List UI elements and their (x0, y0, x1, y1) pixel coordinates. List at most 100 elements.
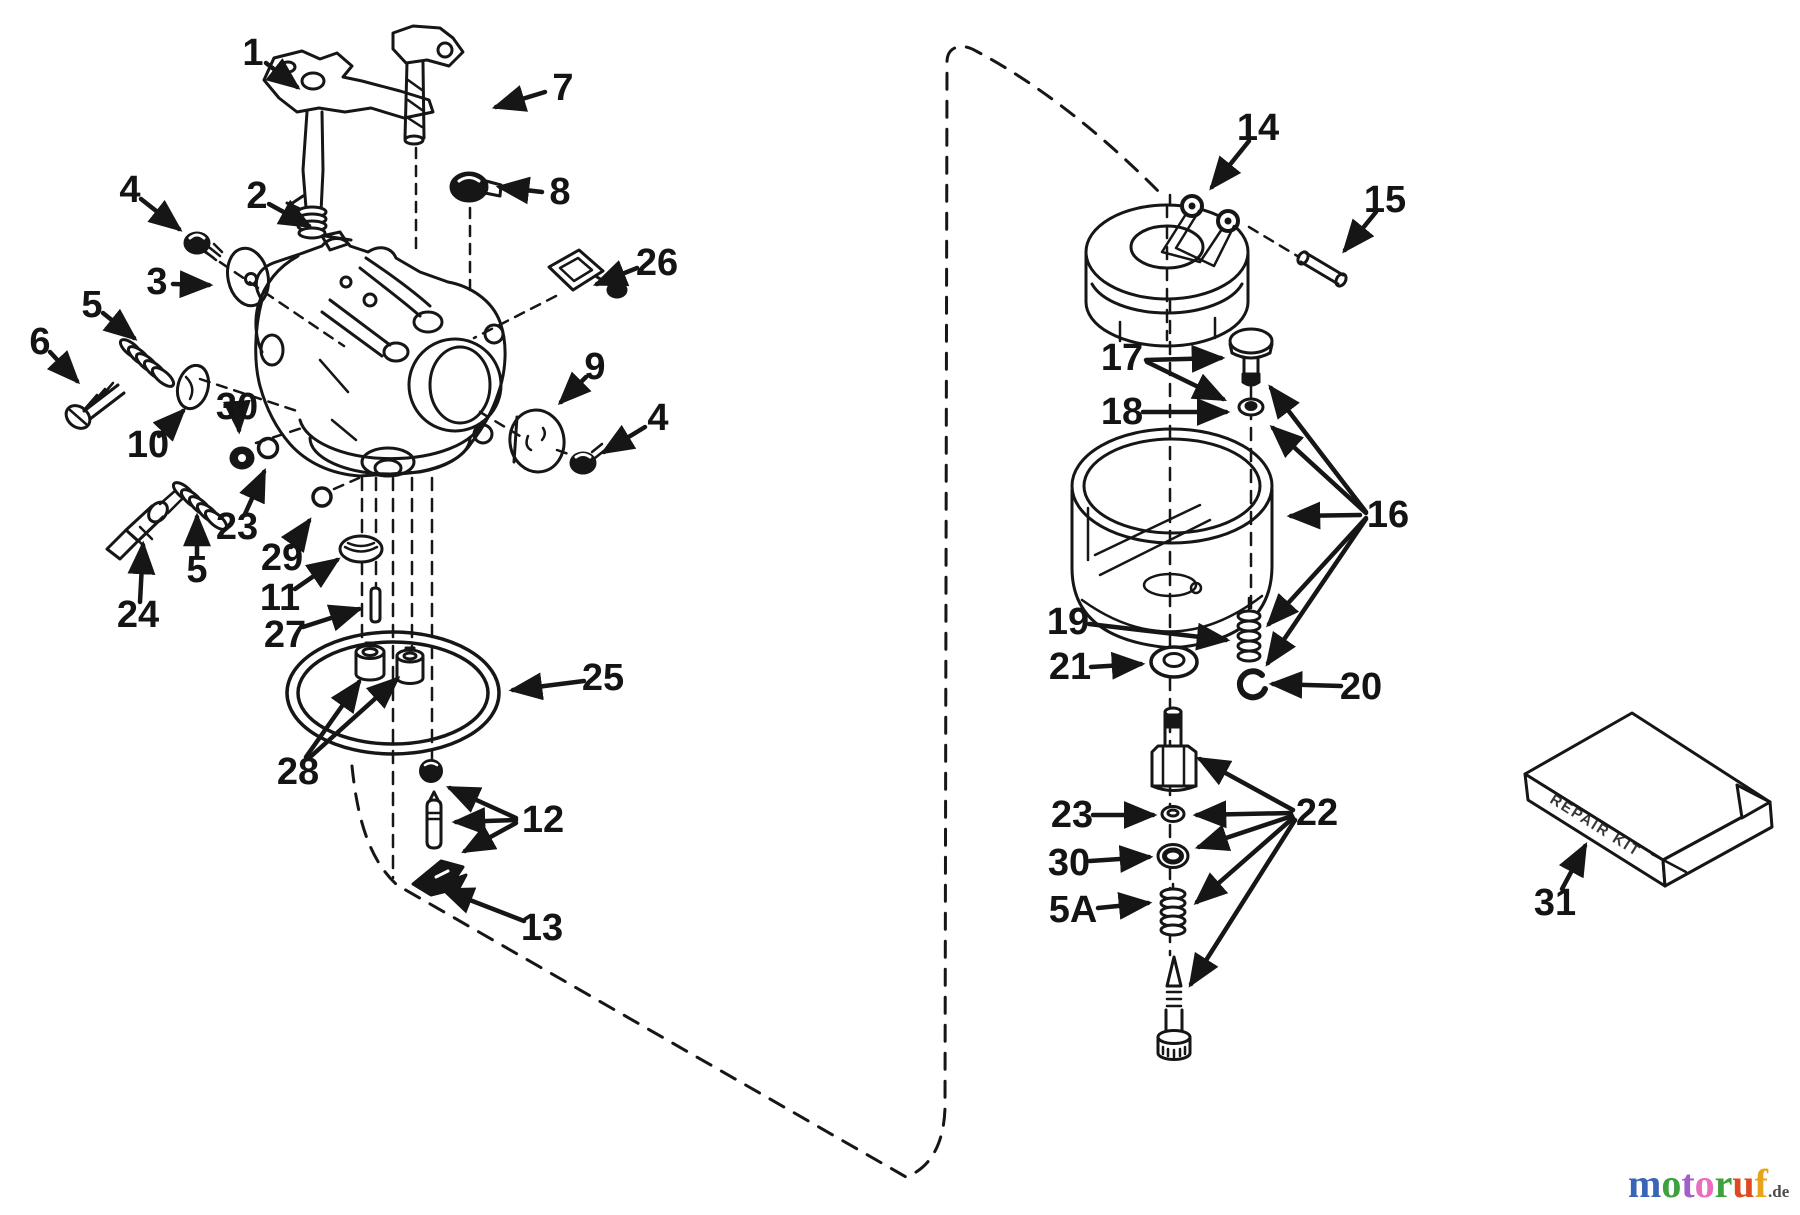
part-callout-10: 10 (127, 407, 187, 466)
part-number-30-left: 30 (216, 386, 258, 428)
part-number-11: 11 (260, 577, 300, 619)
callout-arrow-21 (1088, 651, 1146, 680)
part-number-23-right: 23 (1051, 794, 1093, 836)
part-callout-23-right: 23 (1051, 794, 1158, 836)
part-callout-25: 25 (508, 657, 624, 701)
main-jets-part28 (354, 641, 425, 685)
callout-arrow-13 (439, 887, 527, 924)
part-callout-13: 13 (439, 887, 563, 949)
float-part14 (1084, 194, 1250, 348)
o-ring-part23-left (256, 436, 280, 460)
spring-part5-top (118, 338, 176, 388)
part-number-1: 1 (242, 32, 263, 74)
part-number-7: 7 (552, 67, 573, 109)
part-callout-5-low: 5 (183, 512, 211, 591)
callout-arrow-5A (1095, 892, 1153, 920)
part-number-10: 10 (127, 424, 169, 466)
bowl-gasket-part25 (285, 630, 501, 756)
part-callout-30-left: 30 (216, 386, 258, 435)
part-callout-27: 27 (264, 604, 364, 656)
part-number-5A: 5A (1049, 889, 1098, 931)
part-number-27: 27 (264, 614, 306, 656)
callout-arrow-1 (263, 58, 301, 90)
washer-part23-right (1160, 805, 1186, 823)
drain-spring-part19 (1236, 596, 1262, 663)
part-number-6: 6 (29, 321, 50, 363)
center-dashed-lines (360, 193, 1253, 957)
leader-dashed-lines (198, 146, 1301, 491)
part-callout-3: 3 (146, 261, 214, 303)
callout-arrow-22 (1196, 756, 1296, 813)
part-callout-5-top: 5 (81, 284, 138, 341)
callout-arrow-2 (266, 199, 313, 229)
part-callout-1: 1 (242, 32, 301, 90)
callout-arrow-17 (1143, 344, 1226, 373)
washer-part30-left (229, 446, 255, 470)
part-number-15: 15 (1364, 179, 1406, 221)
part-callout-4-top: 4 (119, 169, 183, 232)
callout-arrow-27 (300, 604, 364, 632)
part-number-26: 26 (636, 242, 678, 284)
part-number-23-left: 23 (216, 506, 258, 548)
watermark-letter: t (1681, 1161, 1695, 1206)
part-number-22: 22 (1296, 792, 1338, 834)
dashed-boundary-outline (350, 45, 1166, 1179)
callout-arrow-4-top (138, 196, 183, 232)
part-number-20: 20 (1340, 666, 1382, 708)
inlet-fitting-part26 (547, 248, 628, 299)
callout-arrow-12 (451, 807, 519, 835)
watermark-tld: .de (1768, 1182, 1790, 1201)
callout-arrow-7 (491, 85, 548, 112)
part-number-14: 14 (1237, 107, 1279, 149)
part-callout-17: 17 (1101, 337, 1228, 402)
repair-kit-box-part31: REPAIR KIT (1523, 711, 1774, 888)
callout-arrow-22 (1188, 817, 1298, 988)
watermark-letter: m (1628, 1161, 1662, 1206)
watermark-word: motoruf (1628, 1161, 1768, 1206)
callout-arrow-25 (508, 672, 587, 701)
callout-arrow-28 (305, 675, 401, 762)
part-number-28: 28 (277, 751, 319, 793)
ball-part29 (311, 486, 333, 508)
fiber-washer-part21 (1149, 645, 1199, 679)
bowl-drain-disc-part9 (508, 408, 566, 474)
part-callout-14: 14 (1209, 107, 1279, 191)
callout-arrow-16 (1265, 516, 1369, 667)
lock-washer-part20 (1236, 668, 1268, 701)
callout-arrow-16 (1265, 515, 1369, 628)
callout-arrow-20 (1268, 670, 1344, 699)
part-number-12: 12 (522, 799, 564, 841)
callout-arrow-3 (170, 270, 214, 299)
callout-arrow-5-top (100, 308, 138, 341)
callout-arrow-28 (303, 678, 362, 760)
callout-arrow-17 (1144, 359, 1228, 402)
watermark-letter: u (1732, 1161, 1755, 1206)
bowl-nut-part22 (1150, 706, 1198, 792)
part-number-30-right: 30 (1048, 842, 1090, 884)
part-number-5-low: 5 (186, 549, 207, 591)
callout-arrow-15 (1342, 209, 1379, 254)
part-number-5-top: 5 (81, 284, 102, 326)
part-callout-12: 12 (445, 785, 564, 854)
part-callout-28: 28 (277, 675, 401, 793)
callout-arrow-22 (1192, 800, 1294, 829)
choke-shaft-part7 (391, 24, 465, 146)
callout-arrow-16 (1269, 424, 1369, 516)
part-callout-23-left: 23 (216, 467, 267, 548)
part-callout-16: 16 (1265, 384, 1409, 667)
bowl-bolt-part17 (1228, 327, 1274, 387)
bolt-washer-part18 (1237, 397, 1265, 417)
callout-arrow-19 (1086, 621, 1231, 651)
carburetor-body (254, 230, 507, 478)
pin-part27 (369, 586, 382, 624)
part-number-18: 18 (1101, 391, 1143, 433)
part-callout-8: 8 (495, 171, 571, 213)
callout-arrow-31 (1558, 842, 1588, 892)
callout-arrow-4-right (600, 424, 648, 455)
part-callout-31: 31 (1534, 842, 1588, 924)
watermark-letter: f (1754, 1161, 1768, 1206)
watermark-letter: r (1714, 1161, 1733, 1206)
callout-arrow-11 (292, 557, 341, 592)
